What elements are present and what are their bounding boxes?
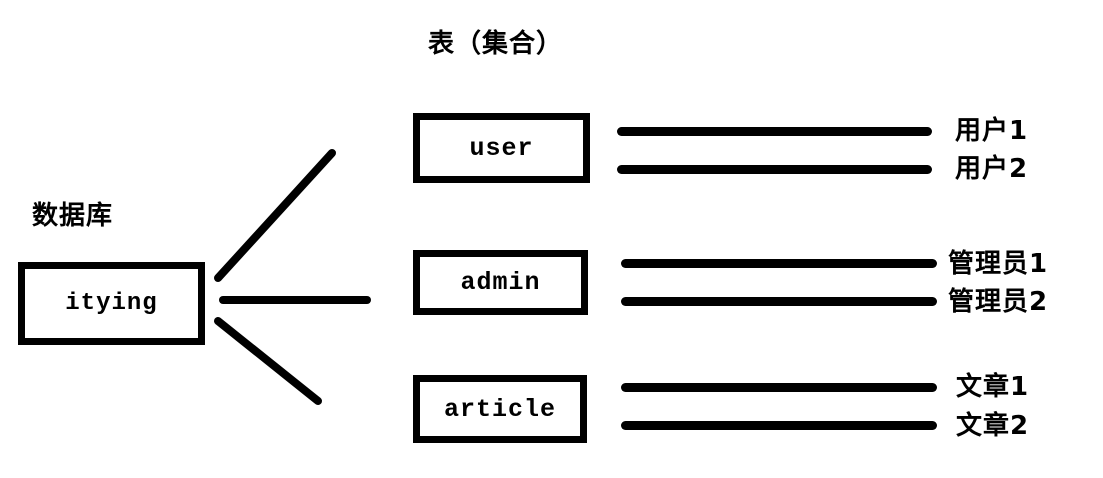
- document-line-admin-2: [621, 297, 937, 306]
- document-label-user-1: 用户1: [955, 116, 1029, 146]
- document-line-user-1: [617, 127, 932, 136]
- document-line-article-2: [621, 421, 937, 430]
- collection-box-admin: admin: [413, 250, 588, 315]
- document-label-admin-2: 管理员2: [948, 287, 1049, 317]
- document-line-user-2: [617, 165, 932, 174]
- document-line-admin-1: [621, 259, 937, 268]
- connector-database-to-article: [214, 317, 322, 405]
- collection-name-admin: admin: [460, 268, 541, 297]
- connector-database-to-user: [214, 149, 336, 282]
- document-label-admin-1: 管理员1: [948, 249, 1049, 279]
- document-line-article-1: [621, 383, 937, 392]
- database-name: itying: [65, 290, 158, 317]
- database-label: 数据库: [32, 201, 114, 231]
- document-label-article-2: 文章2: [956, 411, 1030, 441]
- database-box: itying: [18, 262, 205, 345]
- collection-box-article: article: [413, 375, 587, 443]
- collection-name-user: user: [469, 133, 534, 163]
- document-label-article-1: 文章1: [956, 372, 1030, 402]
- collection-name-article: article: [443, 394, 557, 424]
- collection-box-user: user: [413, 113, 590, 183]
- document-label-user-2: 用户2: [955, 154, 1029, 184]
- collections-heading: 表（集合）: [428, 29, 564, 59]
